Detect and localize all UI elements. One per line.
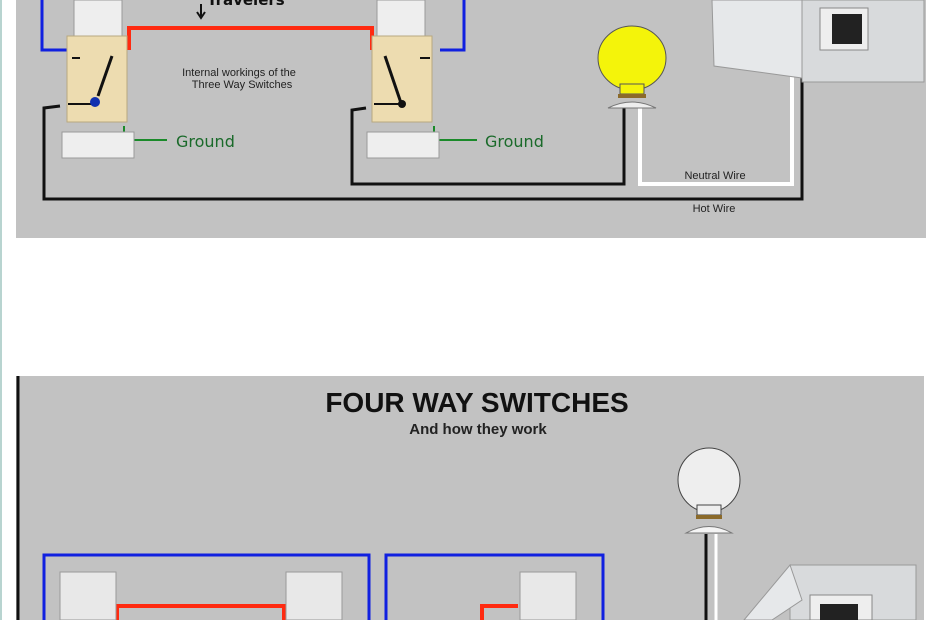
three-way-panel: Travelers Internal workings of the Three… — [16, 0, 926, 238]
neutral-wire-label: Neutral Wire — [684, 170, 745, 182]
neutral-wire — [638, 70, 794, 186]
arrow-down-icon — [196, 4, 206, 20]
switch-leg-wire — [350, 106, 626, 186]
breaker-panel-icon — [743, 563, 917, 620]
four-way-panel: FOUR WAY SWITCHES And how they work — [16, 376, 924, 620]
blue-wire-left — [40, 0, 68, 52]
ground-label-right: Ground — [485, 132, 544, 151]
four-way-subtitle: And how they work — [409, 421, 547, 438]
light-bulb-icon — [677, 447, 741, 620]
three-way-switch-left — [61, 0, 135, 159]
four-way-title: FOUR WAY SWITCHES — [325, 387, 628, 418]
switch-1 — [59, 571, 117, 620]
hot-wire-label: Hot Wire — [693, 203, 736, 215]
hot-wire — [42, 70, 804, 201]
switch-3 — [519, 571, 577, 620]
internal-workings-line1: Internal workings of the — [182, 67, 296, 79]
three-way-switch-right — [366, 0, 440, 159]
travelers-label: Travelers — [207, 0, 285, 9]
internal-workings-line2: Three Way Switches — [192, 79, 293, 91]
switch-2 — [285, 571, 343, 620]
blue-wire-right — [440, 0, 466, 52]
ground-label-left: Ground — [176, 132, 235, 151]
light-bulb-icon — [597, 25, 667, 109]
breaker-panel-icon — [711, 0, 925, 83]
